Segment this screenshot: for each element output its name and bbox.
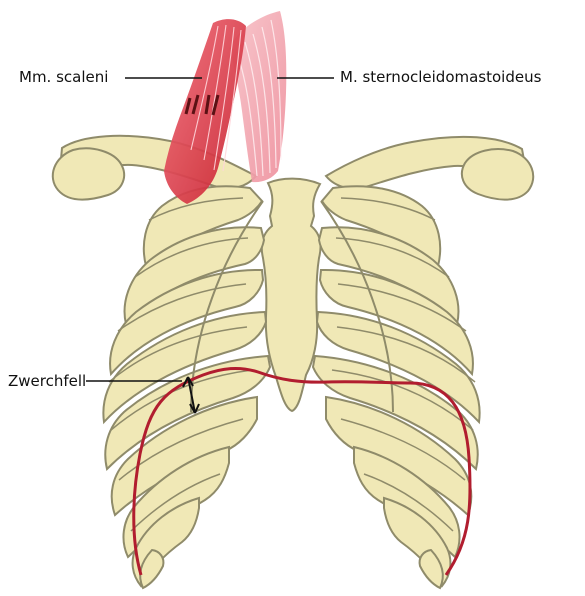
left-ribs xyxy=(103,186,270,588)
right-scapula xyxy=(462,149,533,200)
label-sternocleidomastoideus: M. sternocleidomastoideus xyxy=(340,70,541,85)
rib-cage-icon xyxy=(53,136,533,588)
right-ribs xyxy=(313,186,480,588)
left-scapula xyxy=(53,148,124,199)
label-zwerchfell: Zwerchfell xyxy=(8,374,86,389)
label-scaleni: Mm. scaleni xyxy=(19,70,108,85)
